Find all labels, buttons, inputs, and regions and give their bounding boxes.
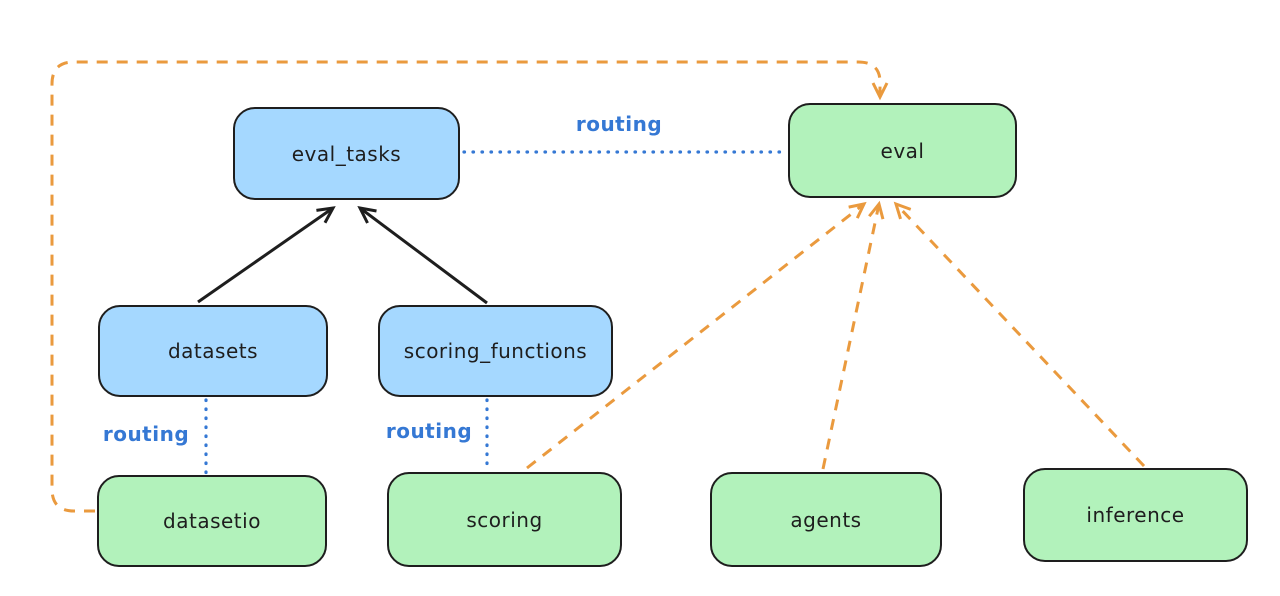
node-inference-label: inference — [1086, 503, 1185, 527]
node-inference[interactable]: inference — [1023, 468, 1248, 562]
node-datasetio-label: datasetio — [163, 509, 261, 533]
node-agents[interactable]: agents — [710, 472, 942, 567]
edge-inference-to-eval[interactable] — [893, 201, 1146, 468]
node-scoring-functions[interactable]: scoring_functions — [378, 305, 613, 397]
node-datasets-label: datasets — [167, 339, 259, 363]
edge-datasets-to-eval-tasks[interactable] — [197, 206, 336, 304]
node-eval[interactable]: eval — [788, 103, 1017, 198]
node-eval-tasks-label: eval_tasks — [291, 141, 402, 166]
node-eval-label: eval — [880, 138, 925, 163]
node-eval-tasks[interactable]: eval_tasks — [233, 107, 460, 200]
node-scoring-functions-label: scoring_functions — [403, 339, 588, 363]
node-agents-label: agents — [790, 507, 862, 532]
routing-label-datasets-datasetio: routing — [102, 422, 190, 446]
routing-label-eval-tasks-eval: routing — [575, 112, 663, 136]
routing-label-scoring-functions-scoring: routing — [385, 419, 473, 443]
edge-agents-to-eval[interactable] — [821, 200, 885, 470]
node-datasetio[interactable]: datasetio — [97, 475, 327, 567]
node-datasets[interactable]: datasets — [98, 305, 328, 397]
edge-scoring-functions-to-eval-tasks[interactable] — [357, 205, 488, 305]
node-scoring[interactable]: scoring — [387, 472, 622, 567]
node-scoring-label: scoring — [466, 507, 543, 532]
